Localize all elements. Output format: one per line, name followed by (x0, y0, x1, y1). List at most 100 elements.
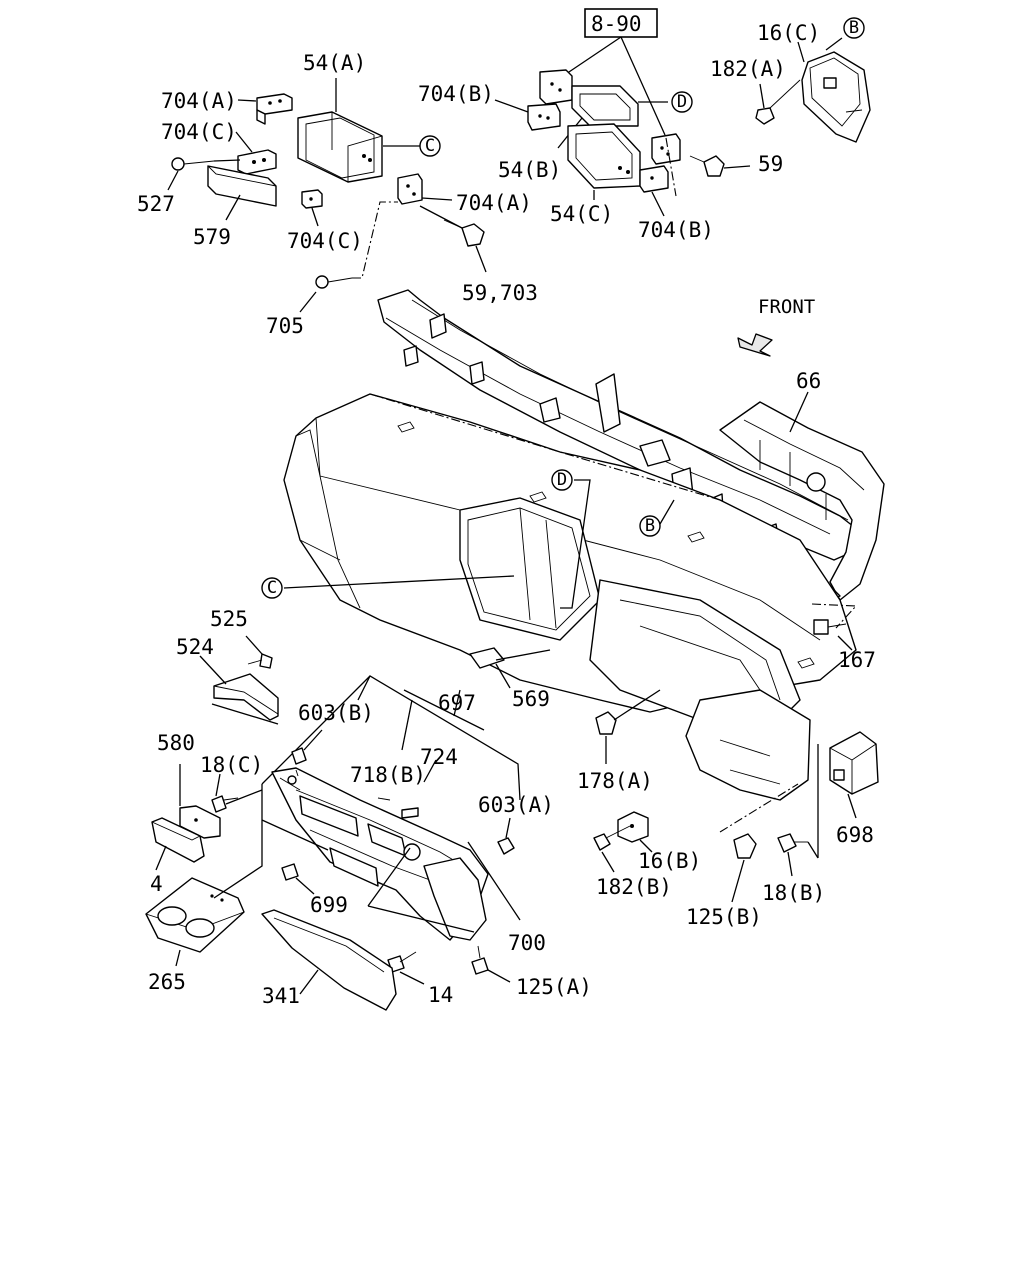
callout-579[interactable]: 579 (193, 225, 231, 249)
circle-ref-d-panel[interactable]: D (551, 469, 573, 491)
circle-ref-c-panel[interactable]: C (261, 577, 283, 599)
part-59-screw[interactable] (689, 155, 725, 177)
callout-704a-top[interactable]: 704(A) (161, 89, 237, 113)
reference-box[interactable]: 8-90 (584, 8, 658, 38)
circle-ref-b-panel[interactable]: B (639, 515, 661, 537)
part-18b-bolt[interactable] (777, 833, 808, 853)
callout-54b[interactable]: 54(B) (498, 158, 561, 182)
callout-66[interactable]: 66 (796, 369, 821, 393)
callout-182b[interactable]: 182(B) (596, 875, 672, 899)
part-18c-screw[interactable] (211, 795, 239, 813)
callout-704b-top[interactable]: 704(B) (418, 82, 494, 106)
callout-704a-mid[interactable]: 704(A) (456, 191, 532, 215)
callout-16c[interactable]: 16(C) (757, 21, 820, 45)
leader-line (213, 784, 263, 899)
circle-ref-c-top[interactable]: C (419, 135, 441, 157)
callout-580[interactable]: 580 (157, 731, 195, 755)
callout-527[interactable]: 527 (137, 192, 175, 216)
leader-line (421, 197, 453, 201)
callout-724[interactable]: 724 (420, 745, 458, 769)
leader-line (807, 841, 819, 859)
callout-705[interactable]: 705 (266, 314, 304, 338)
front-label: FRONT (758, 296, 815, 318)
part-579-panel[interactable] (207, 165, 277, 207)
leader-line (639, 839, 653, 853)
callout-698[interactable]: 698 (836, 823, 874, 847)
callout-700[interactable]: 700 (508, 931, 546, 955)
part-16b-bracket[interactable] (617, 811, 649, 843)
callout-718b[interactable]: 718(B) (350, 763, 426, 787)
callout-18b[interactable]: 18(B) (762, 881, 825, 905)
part-16c-cover[interactable] (801, 51, 871, 143)
circle-ref-b-top[interactable]: B (843, 17, 865, 39)
callout-704b-mid[interactable]: 704(B) (638, 218, 714, 242)
part-704a-bracket-mid[interactable] (397, 173, 423, 205)
callout-4[interactable]: 4 (150, 872, 163, 896)
callout-603b[interactable]: 603(B) (298, 701, 374, 725)
part-4-pocket[interactable] (151, 817, 205, 863)
callout-14[interactable]: 14 (428, 983, 453, 1007)
callout-59[interactable]: 59 (758, 152, 783, 176)
part-705-screw[interactable] (315, 275, 353, 289)
callout-525[interactable]: 525 (210, 607, 248, 631)
callout-182a[interactable]: 182(A) (710, 57, 786, 81)
leader-line (659, 499, 675, 525)
part-718b-pin[interactable] (377, 797, 391, 801)
leader-line (825, 37, 843, 51)
part-699-clip[interactable] (281, 863, 299, 881)
part-704c-bracket-mid[interactable] (301, 189, 323, 209)
callout-697[interactable]: 697 (438, 691, 476, 715)
part-54b-pocket[interactable] (571, 85, 639, 127)
part-265-cup-holder[interactable] (145, 877, 245, 953)
leader-line (797, 41, 805, 63)
callout-54a[interactable]: 54(A) (303, 51, 366, 75)
part-524-trim[interactable] (213, 673, 279, 721)
part-54a-pocket[interactable] (297, 111, 383, 183)
callout-167[interactable]: 167 (838, 648, 876, 672)
callout-704c-top[interactable]: 704(C) (161, 120, 237, 144)
part-700-side-trim[interactable] (423, 857, 487, 941)
part-724-pad[interactable] (401, 807, 419, 819)
leader-line (789, 391, 809, 433)
part-527-screw[interactable] (171, 157, 215, 171)
part-instrument-panel[interactable] (283, 393, 857, 801)
part-603b-clip[interactable] (291, 747, 307, 765)
part-341-glove-box-door[interactable] (261, 909, 397, 1011)
circle-ref-d-top[interactable]: D (671, 91, 693, 113)
leader-line (475, 245, 487, 273)
leader-line (352, 201, 398, 279)
part-182a-screw[interactable] (755, 79, 801, 125)
part-59-703-screw[interactable] (443, 219, 485, 247)
leader-line (245, 635, 263, 655)
callout-125b[interactable]: 125(B) (686, 905, 762, 929)
part-525-screw[interactable] (247, 653, 273, 669)
part-704b-bracket-right[interactable] (639, 133, 681, 193)
callout-125a[interactable]: 125(A) (516, 975, 592, 999)
part-125a-clip[interactable] (471, 945, 489, 975)
part-54c-pocket[interactable] (567, 123, 641, 189)
part-704b-bracket-top[interactable] (527, 69, 573, 131)
callout-569[interactable]: 569 (512, 687, 550, 711)
callout-18c[interactable]: 18(C) (200, 753, 263, 777)
part-167-bolt[interactable] (813, 619, 847, 635)
callout-178a[interactable]: 178(A) (577, 769, 653, 793)
callout-265[interactable]: 265 (148, 970, 186, 994)
callout-524[interactable]: 524 (176, 635, 214, 659)
part-182b-screw[interactable] (593, 825, 631, 851)
callout-59-703[interactable]: 59,703 (462, 281, 538, 305)
leader-line (837, 635, 853, 651)
callout-54c[interactable]: 54(C) (550, 202, 613, 226)
part-698-bracket[interactable] (829, 731, 879, 795)
part-704a-bracket[interactable] (256, 93, 293, 125)
leader-line (295, 877, 315, 895)
callout-603a[interactable]: 603(A) (478, 793, 554, 817)
callout-341[interactable]: 341 (262, 984, 300, 1008)
callout-699[interactable]: 699 (310, 893, 348, 917)
part-603a-clip[interactable] (497, 837, 515, 855)
callout-704c-mid[interactable]: 704(C) (287, 229, 363, 253)
part-569-clip[interactable] (469, 647, 505, 669)
part-125b-clip[interactable] (733, 833, 757, 859)
part-178a-nut[interactable] (595, 711, 617, 735)
part-704c-bracket-top[interactable] (237, 149, 277, 175)
callout-16b[interactable]: 16(B) (638, 849, 701, 873)
